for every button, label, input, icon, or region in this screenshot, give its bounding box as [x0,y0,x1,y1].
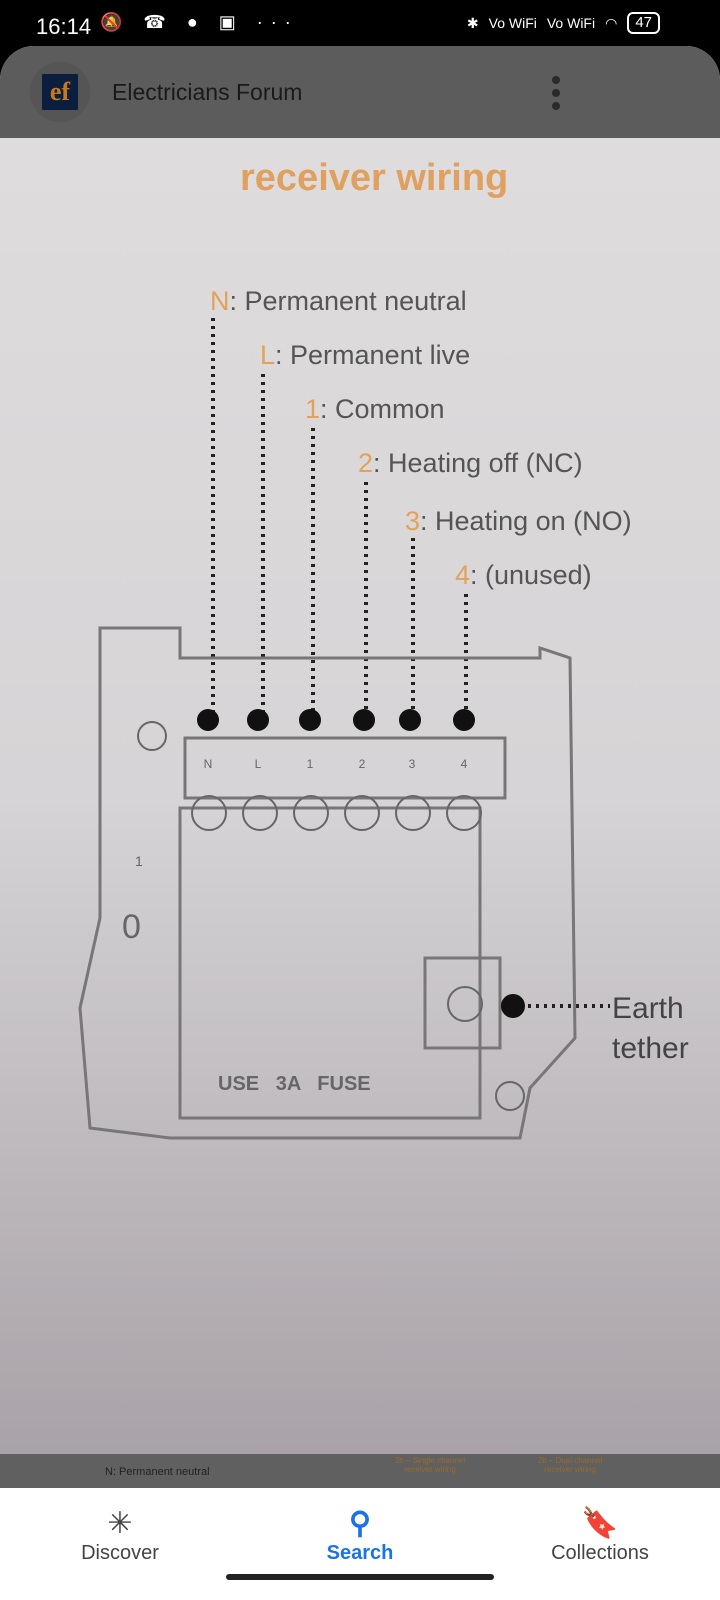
svg-text:2: Heating off (NC): 2: Heating off (NC) [358,448,583,478]
search-image[interactable]: receiver wiring N: Permanent neutral L: … [0,138,720,1454]
gesture-handle[interactable] [226,1574,494,1580]
switch-on-label: 1 [135,853,143,869]
label-text: : Heating on (NO) [420,506,632,536]
clock: 16:14 [36,14,92,39]
label-key: 4 [455,560,470,590]
battery-icon: 47 [627,12,660,34]
terminal-label: 2 [359,757,366,771]
label-text: : Common [320,394,445,424]
tether-label: tether [612,1032,689,1065]
lens-sheet: ef Electricians Forum receiver wiring N:… [0,46,720,1600]
fuse-label: USE 3A FUSE [218,1073,371,1095]
related-results-strip[interactable]: N: Permanent neutral 2b – Single channel… [0,1454,720,1488]
terminal-label: 1 [307,757,314,771]
site-logo[interactable]: ef [30,62,90,122]
svg-text:N: Permanent neutral: N: Permanent neutral [210,286,467,316]
terminal-label: N [204,757,213,771]
result-caption: 2b – Dual channel receiver wiring [537,1456,603,1474]
collections-icon: 🔖 [581,1506,619,1540]
signal-icon: Vo WiFi [488,15,537,31]
discover-icon: ✳ [107,1506,133,1540]
label-key: L [260,340,275,370]
label-text: : (unused) [470,560,592,590]
search-icon: ⚲ [349,1506,371,1540]
terminal-label: 3 [409,757,416,771]
label-text: : Permanent neutral [230,286,467,316]
nav-search[interactable]: ⚲ Search [240,1488,480,1600]
wifi-icon: ◠ [605,14,618,31]
svg-text:4: (unused): 4: (unused) [455,560,592,590]
more-options-icon[interactable] [552,76,560,110]
nav-discover[interactable]: ✳ Discover [0,1488,240,1600]
status-bar: 16:14 🔕 ☎ ● ▣ ··· ✱ Vo WiFi Vo WiFi ◠ 47 [0,0,720,48]
switch-off-label: 0 [122,908,141,946]
label-key: 1 [305,394,320,424]
label-text: : Heating off (NC) [373,448,583,478]
svg-text:L: Permanent live: L: Permanent live [260,340,470,370]
svg-text:3: Heating on (NO): 3: Heating on (NO) [405,506,632,536]
app-header: ef Electricians Forum [0,46,720,138]
label-key: 2 [358,448,373,478]
notification-icons: 🔕 ☎ ● ▣ ··· [100,12,299,32]
svg-text:1: Common: 1: Common [305,394,445,424]
label-key: N [210,286,230,316]
terminal-label: 4 [461,757,468,771]
bluetooth-icon: ✱ [466,14,479,31]
result-caption: N: Permanent neutral [105,1466,210,1478]
earth-label: Earth [612,992,684,1025]
result-caption: 2b – Single channel receiver wiring [394,1456,466,1474]
nav-collections[interactable]: 🔖 Collections [480,1488,720,1600]
label-key: 3 [405,506,420,536]
label-text: : Permanent live [275,340,470,370]
bottom-nav: ✳ Discover ⚲ Search 🔖 Collections [0,1488,720,1600]
signal-icon-2: Vo WiFi [546,15,596,31]
page-title[interactable]: Electricians Forum [112,78,303,105]
terminal-label: L [255,757,262,771]
image-heading: receiver wiring [240,157,508,199]
